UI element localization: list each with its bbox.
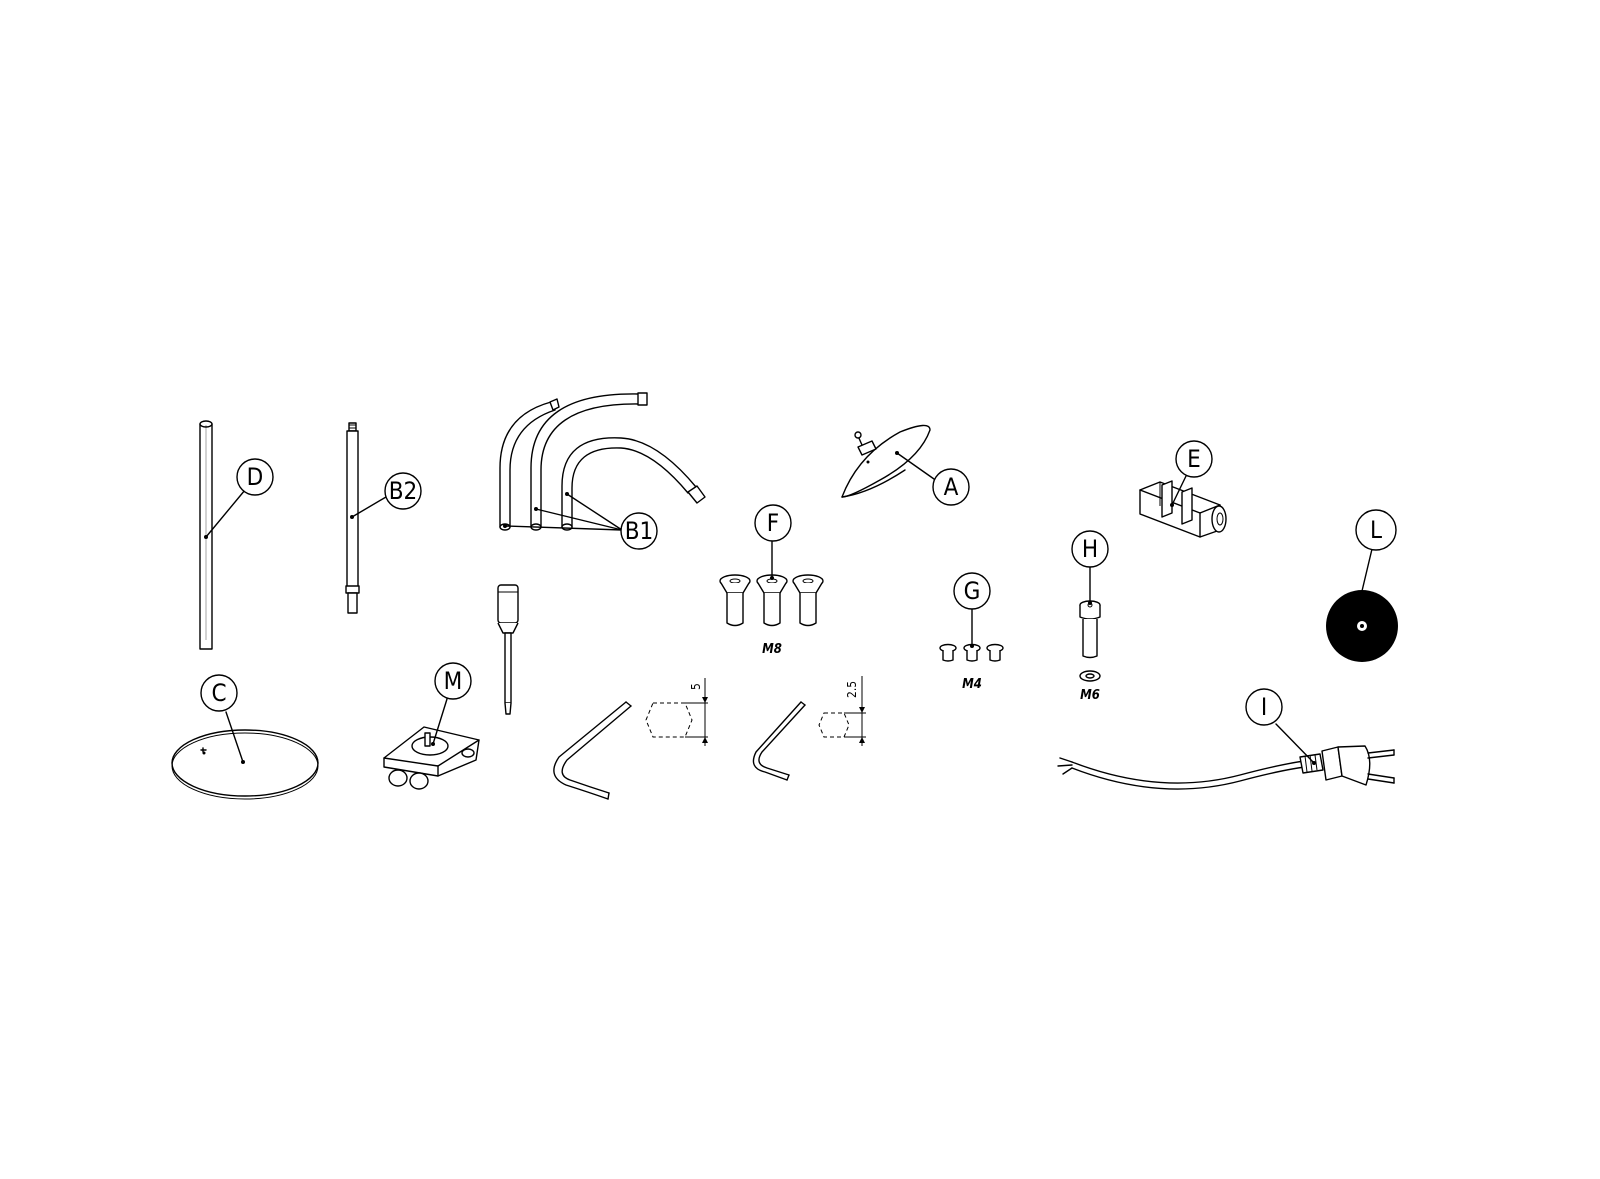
part-f-screws: [719, 540, 824, 627]
hex-key-5: [553, 701, 632, 800]
part-c-base: [171, 711, 319, 800]
part-h-bolt: [1079, 565, 1101, 682]
dimension-label-5: 5: [689, 683, 703, 690]
callout-c-label: C: [211, 679, 226, 707]
part-e-socket: [1139, 473, 1227, 538]
callout-m: M: [434, 662, 472, 700]
callout-f-label: F: [767, 509, 779, 537]
hex-profile-2-5: 2.5: [818, 676, 866, 746]
callout-i-label: I: [1261, 693, 1267, 721]
callout-i: I: [1245, 688, 1283, 726]
part-m-block: [383, 698, 480, 790]
callout-a: A: [932, 468, 970, 506]
size-label-m8: M8: [762, 642, 782, 657]
hex-profile-5: 5: [645, 678, 708, 746]
screwdriver: [497, 584, 519, 715]
callout-h: H: [1071, 530, 1109, 568]
part-b1-arms: [499, 392, 706, 531]
callout-c: C: [200, 674, 238, 712]
callout-l: L: [1355, 509, 1397, 551]
callout-e-label: E: [1187, 445, 1201, 473]
callout-e: E: [1175, 440, 1213, 478]
callout-b1: B1: [620, 512, 658, 550]
callout-d-label: D: [247, 463, 264, 491]
callout-d: D: [236, 458, 274, 496]
hex-key-2-5: [752, 701, 806, 781]
callout-m-label: M: [444, 667, 463, 695]
part-a-shade: [841, 424, 935, 498]
callout-b1-label: B1: [625, 517, 654, 545]
callout-f: F: [754, 504, 792, 542]
callout-h-label: H: [1082, 535, 1098, 563]
size-label-m6: M6: [1080, 688, 1100, 703]
part-i-power-cord: [1057, 723, 1395, 790]
part-d-tube: [199, 420, 246, 650]
size-label-m4: M4: [962, 677, 982, 692]
part-b2-tube: [345, 422, 387, 614]
part-l-disc: [1326, 548, 1398, 662]
callout-l-label: L: [1370, 516, 1382, 544]
callout-b2-label: B2: [389, 477, 418, 505]
callout-b2: B2: [384, 472, 422, 510]
callout-g: G: [953, 572, 991, 610]
part-g-screws: [939, 607, 1004, 662]
callout-g-label: G: [964, 577, 981, 605]
callout-a-label: A: [944, 473, 959, 501]
dimension-label-2-5: 2.5: [845, 681, 859, 698]
